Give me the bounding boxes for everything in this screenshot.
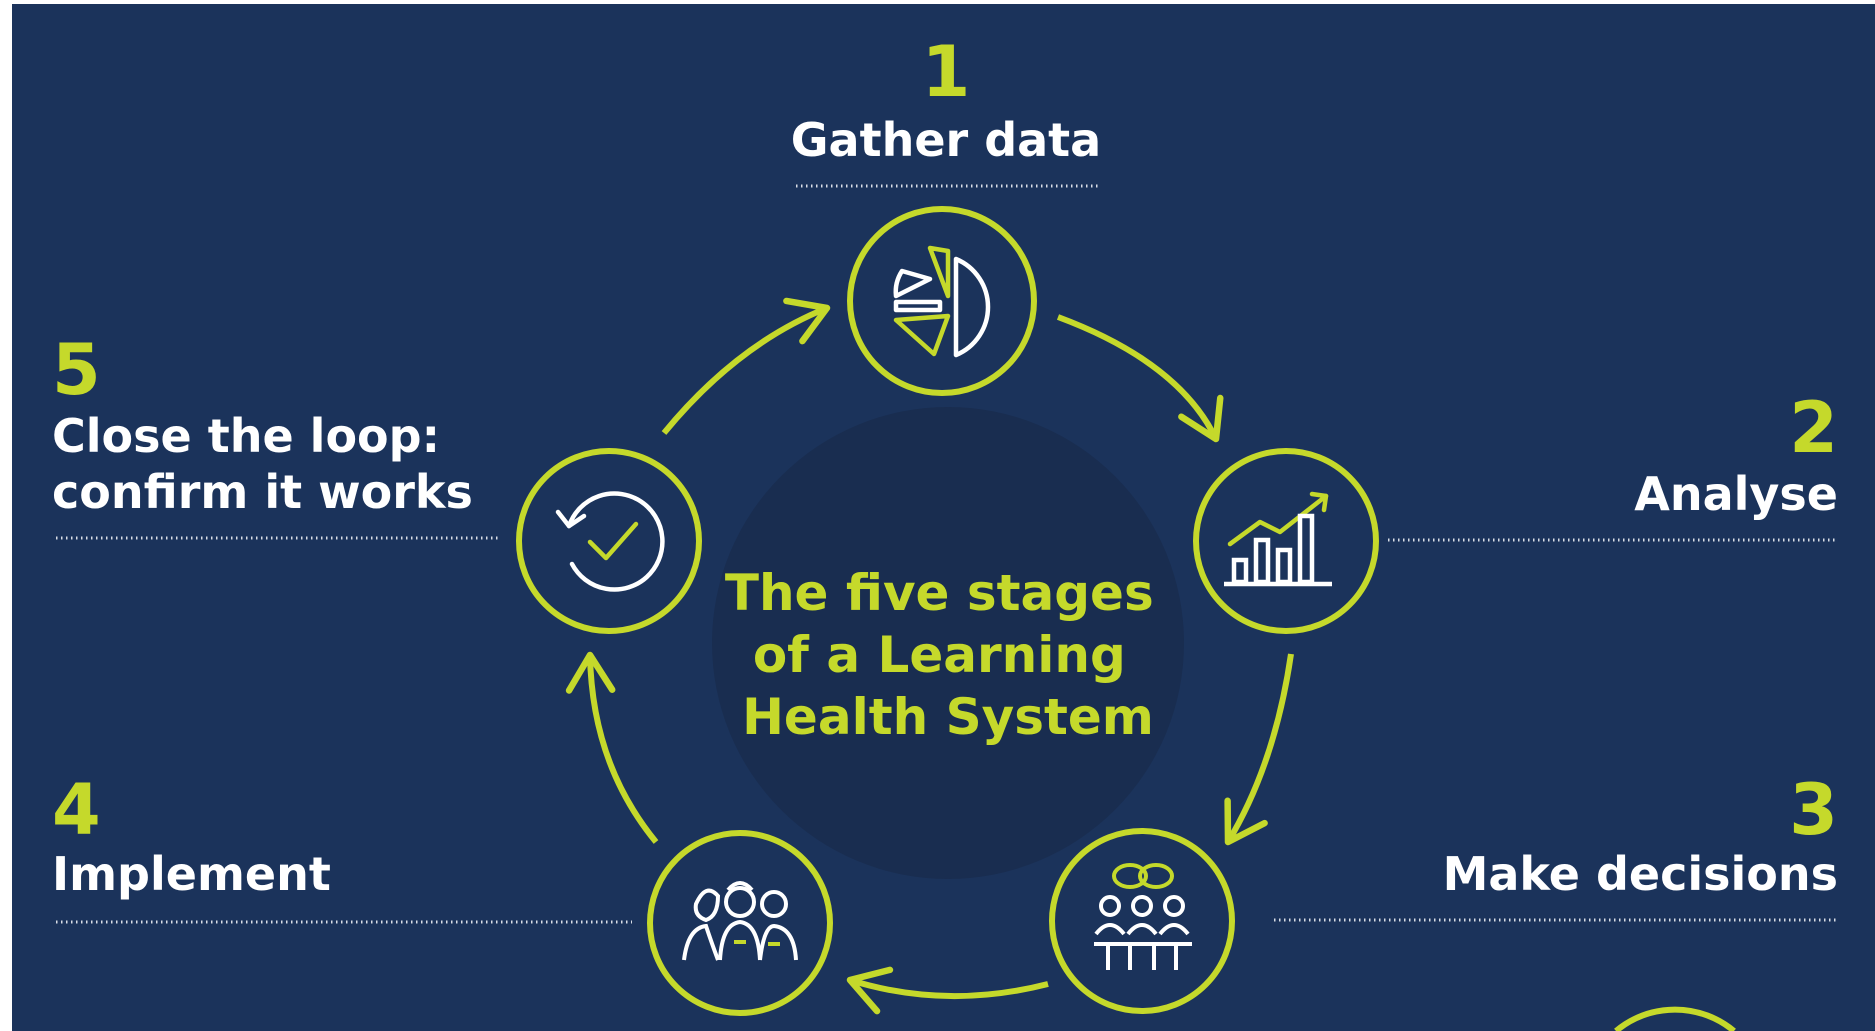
stage-4-label: Implement [52, 847, 331, 901]
stage-4: 4 Implement [52, 769, 833, 1016]
stage-5-icon-ring [516, 448, 702, 634]
stage-1: 1 Gather data [791, 31, 1101, 396]
infographic-canvas: The five stages of a Learning Health Sys… [12, 4, 1875, 1031]
stage-5-number: 5 [52, 329, 101, 411]
stage-2-icon-ring [1193, 448, 1379, 634]
arrow-4-to-5 [565, 651, 659, 844]
arrow-2-to-3 [1224, 653, 1294, 846]
learning-health-system-diagram: The five stages of a Learning Health Sys… [52, 31, 1838, 1031]
stage-4-number: 4 [52, 769, 101, 851]
stage-3: 3 Make decisions [1049, 769, 1838, 1014]
stage-3-label: Make decisions [1443, 847, 1838, 901]
center-disc [712, 407, 1184, 879]
center-title: The five stages of a Learning Health Sys… [725, 564, 1171, 746]
stage-5-label: Close the loop: confirm it works [52, 409, 473, 519]
stage-2-number: 2 [1789, 387, 1838, 469]
stage-3-icon-ring [1049, 828, 1235, 1014]
arrow-1-to-2 [1056, 314, 1224, 443]
cycle-check-icon [555, 491, 665, 592]
arrow-5-to-1 [661, 297, 831, 435]
bar-chart-trend-icon [1224, 491, 1332, 587]
clinicians-team-icon [682, 881, 798, 961]
stage-2: 2 Analyse [1193, 387, 1838, 634]
stage-5: 5 Close the loop: confirm it works [52, 329, 702, 634]
meeting-group-icon [1094, 863, 1192, 970]
stage-2-label: Analyse [1634, 467, 1838, 521]
partial-ring-bottom-right [1614, 1006, 1736, 1031]
arrow-3-to-4 [846, 966, 1049, 1015]
stage-3-number: 3 [1789, 769, 1838, 851]
stage-1-number: 1 [922, 31, 971, 113]
pie-chart-icon [893, 245, 991, 358]
stage-1-label: Gather data [791, 113, 1101, 167]
